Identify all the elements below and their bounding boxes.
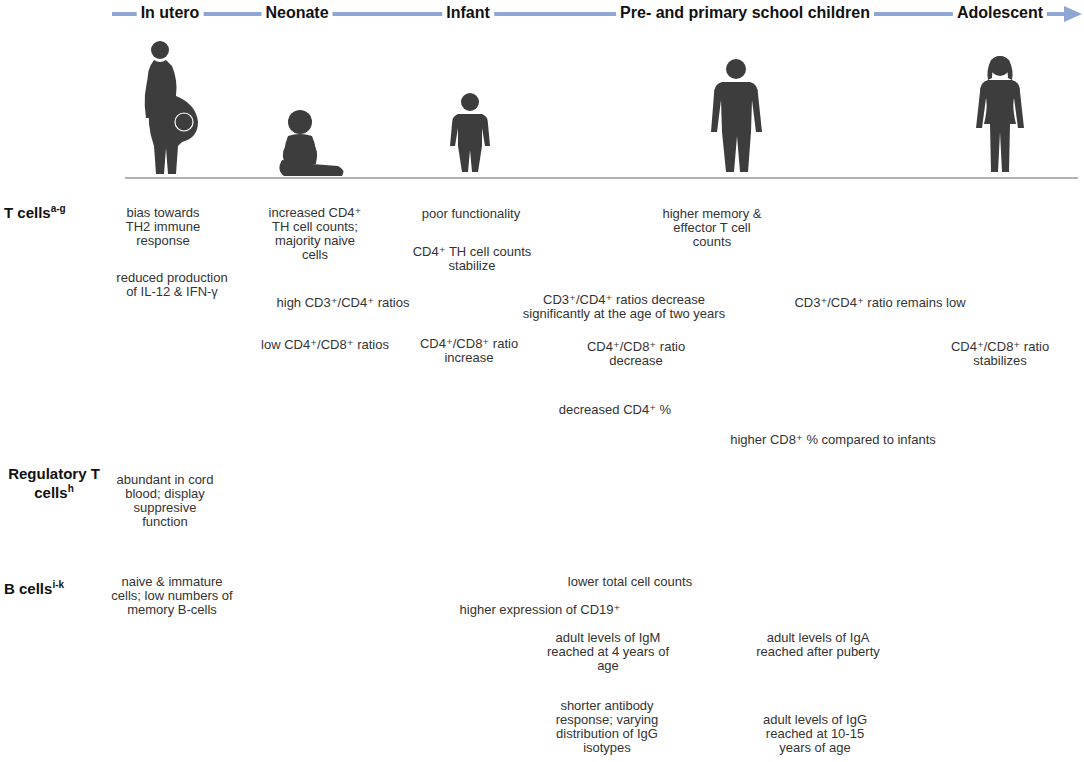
annotation: CD4⁺/CD8⁺ ratio stabilizes — [951, 339, 1049, 368]
period-label-box: Infant — [442, 3, 494, 23]
annotation: CD4⁺/CD8⁺ ratio increase — [420, 336, 518, 365]
row-label: B cells — [4, 580, 52, 597]
annotation-box: adult levels of IgG reached at 10-15 yea… — [755, 713, 875, 755]
annotation-box: lower total cell counts — [568, 575, 692, 589]
row-label-box: B cellsi-k — [4, 579, 64, 598]
annotation: bias towards TH2 immune response — [126, 205, 200, 248]
annotation: lower total cell counts — [568, 574, 692, 589]
annotation-box: high CD3⁺/CD4⁺ ratios — [277, 296, 410, 310]
annotation-box: CD4⁺/CD8⁺ ratio stabilizes — [945, 340, 1055, 368]
body — [450, 114, 490, 172]
annotation: low CD4⁺/CD8⁺ ratios — [261, 337, 389, 352]
annotation: shorter antibody response; varying distr… — [556, 698, 659, 755]
annotation: higher expression of CD19⁺ — [460, 602, 621, 617]
annotation: reduced production of IL-12 & IFN-γ — [116, 270, 227, 299]
row-label: T cells — [4, 204, 51, 221]
row-label: Regulatory T cells — [8, 465, 100, 501]
annotation: CD3⁺/CD4⁺ ratio remains low — [794, 295, 965, 310]
annotation-box: CD3⁺/CD4⁺ ratios decrease significantly … — [521, 293, 727, 321]
annotation: CD4⁺/CD8⁺ ratio decrease — [587, 339, 685, 368]
period-label-box: In utero — [137, 3, 204, 23]
period-label: Pre- and primary school children — [620, 4, 870, 21]
annotation: adult levels of IgM reached at 4 years o… — [547, 630, 669, 673]
annotation: naive & immature cells; low numbers of m… — [111, 574, 232, 617]
annotation-box: abundant in cord blood; display suppresi… — [112, 473, 218, 529]
child-silhouette — [450, 93, 490, 172]
annotation-box: shorter antibody response; varying distr… — [547, 699, 667, 755]
arm — [145, 70, 156, 118]
row-label-box: Regulatory T cellsh — [0, 464, 108, 502]
annotation: increased CD4⁺ TH cell counts; majority … — [269, 205, 362, 262]
annotation-box: CD4⁺/CD8⁺ ratio increase — [414, 337, 524, 365]
footnote-superscript: h — [68, 483, 74, 494]
footnote-superscript: a-g — [51, 203, 66, 214]
annotation-box: decreased CD4⁺ % — [559, 403, 671, 417]
annotation: CD4⁺ TH cell counts stabilize — [413, 244, 532, 273]
annotation-box: CD4⁺ TH cell counts stabilize — [404, 245, 540, 273]
timeline-arrow — [112, 12, 1068, 16]
period-label-box: Pre- and primary school children — [616, 3, 874, 23]
arm — [283, 140, 294, 162]
annotation-box: adult levels of IgM reached at 4 years o… — [542, 631, 674, 673]
annotation-box: CD3⁺/CD4⁺ ratio remains low — [794, 296, 965, 310]
annotation-box: poor functionality — [422, 207, 520, 221]
annotation-box: reduced production of IL-12 & IFN-γ — [111, 271, 233, 299]
pregnant-woman-silhouette — [145, 41, 198, 174]
annotation: abundant in cord blood; display suppresi… — [117, 472, 214, 529]
annotation-box: higher CD8⁺ % compared to infants — [730, 433, 936, 447]
annotation: higher CD8⁺ % compared to infants — [730, 432, 936, 447]
annotation-box: higher memory & effector T cell counts — [658, 207, 766, 249]
head — [461, 93, 479, 111]
body — [976, 80, 1024, 172]
head — [151, 41, 169, 59]
adolescent-silhouette — [976, 56, 1024, 172]
head — [288, 110, 312, 134]
annotation-box: CD4⁺/CD8⁺ ratio decrease — [581, 340, 691, 368]
annotation: higher memory & effector T cell counts — [663, 206, 762, 249]
annotation-box: bias towards TH2 immune response — [121, 206, 205, 248]
separator-line — [125, 177, 1078, 179]
annotation-box: adult levels of IgA reached after pubert… — [750, 631, 886, 659]
annotation: poor functionality — [422, 206, 520, 221]
period-label-box: Adolescent — [953, 3, 1047, 23]
annotation: decreased CD4⁺ % — [559, 402, 671, 417]
annotation: adult levels of IgA reached after pubert… — [756, 630, 880, 659]
annotation-box: increased CD4⁺ TH cell counts; majority … — [265, 206, 365, 262]
annotation: adult levels of IgG reached at 10-15 yea… — [763, 712, 867, 755]
body — [148, 60, 198, 174]
annotation-box: higher expression of CD19⁺ — [460, 603, 621, 617]
legs — [279, 160, 343, 176]
arm — [306, 140, 317, 162]
period-label: Adolescent — [957, 4, 1043, 21]
period-label: Neonate — [265, 4, 328, 21]
hair — [987, 56, 1012, 80]
baby-silhouette — [279, 110, 343, 176]
school-child-silhouette — [711, 59, 762, 172]
annotation: CD3⁺/CD4⁺ ratios decrease significantly … — [523, 292, 725, 321]
head — [726, 59, 746, 79]
annotation: high CD3⁺/CD4⁺ ratios — [277, 295, 410, 310]
footnote-superscript: i-k — [52, 579, 64, 590]
row-label-box: T cellsa-g — [4, 203, 66, 222]
period-label-box: Neonate — [261, 3, 332, 23]
period-label: Infant — [446, 4, 490, 21]
body — [711, 82, 762, 172]
annotation-box: low CD4⁺/CD8⁺ ratios — [261, 338, 389, 352]
fetus-outline — [175, 113, 193, 131]
period-label: In utero — [141, 4, 200, 21]
annotation-box: naive & immature cells; low numbers of m… — [110, 575, 234, 617]
arrow-head — [1064, 6, 1082, 22]
